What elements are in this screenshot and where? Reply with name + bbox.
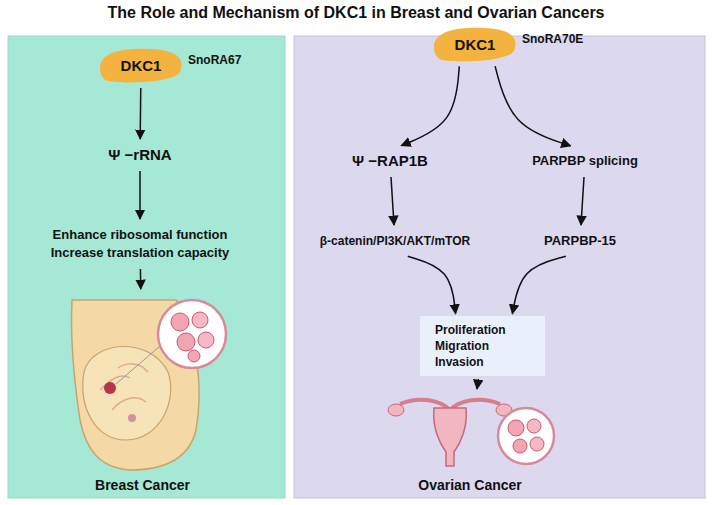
- node-text: Proliferation Migration Invasion: [435, 322, 530, 370]
- snorna-label: SnoRA70E: [522, 30, 583, 48]
- node-text: PARPBP-15: [544, 232, 616, 250]
- node-text: Ovarian Cancer: [418, 476, 522, 494]
- flow-arrow: [139, 171, 141, 219]
- flow-arrow: [391, 177, 394, 225]
- node-text: Enhance ribosomal function Increase tran…: [35, 226, 245, 262]
- flow-arrow: [139, 88, 141, 139]
- enzyme-ellipse: DKC1SnoRA67: [96, 47, 186, 85]
- node-text: Ψ −rRNA: [108, 146, 171, 164]
- step-label: β-catenin/PI3K/AKT/mTOR: [310, 228, 480, 254]
- step-label: PARPBP-15: [530, 228, 630, 254]
- outcome-box: Proliferation Migration Invasion: [420, 316, 545, 376]
- flow-arrow: [401, 66, 459, 145]
- node-text: Ψ −RAP1B: [352, 152, 428, 170]
- snorna-label: SnoRA67: [188, 51, 241, 69]
- ovarian-illustration: [388, 400, 554, 466]
- step-label: Enhance ribosomal function Increase tran…: [35, 222, 245, 266]
- step-label: Ψ −RAP1B: [335, 148, 445, 174]
- flow-arrow: [408, 256, 456, 313]
- enzyme-ellipse: DKC1SnoRA70E: [430, 26, 520, 64]
- cancer-illustration: Ovarian Cancer: [380, 392, 560, 496]
- flow-arrow: [140, 269, 142, 289]
- breast-panel: [8, 36, 285, 498]
- ovarian-panel: [294, 36, 705, 498]
- flow-arrow: [512, 256, 565, 314]
- cancer-illustration: Breast Cancer: [55, 292, 230, 496]
- flow-arrow: [495, 66, 571, 146]
- breast-illustration: [71, 300, 226, 470]
- flow-arrow: [581, 177, 584, 225]
- flow-arrow: [477, 379, 478, 389]
- diagram-title: The Role and Mechanism of DKC1 in Breast…: [0, 4, 712, 22]
- step-label: PARPBP splicing: [520, 148, 650, 174]
- node-text: PARPBP splicing: [532, 152, 638, 170]
- node-text: DKC1: [121, 57, 162, 75]
- ellipse-fill: [434, 28, 516, 62]
- step-label: Ψ −rRNA: [80, 142, 200, 168]
- node-text: β-catenin/PI3K/AKT/mTOR: [320, 232, 470, 250]
- node-text: Breast Cancer: [95, 476, 190, 494]
- node-text: DKC1: [455, 36, 496, 54]
- ellipse-fill: [100, 49, 182, 83]
